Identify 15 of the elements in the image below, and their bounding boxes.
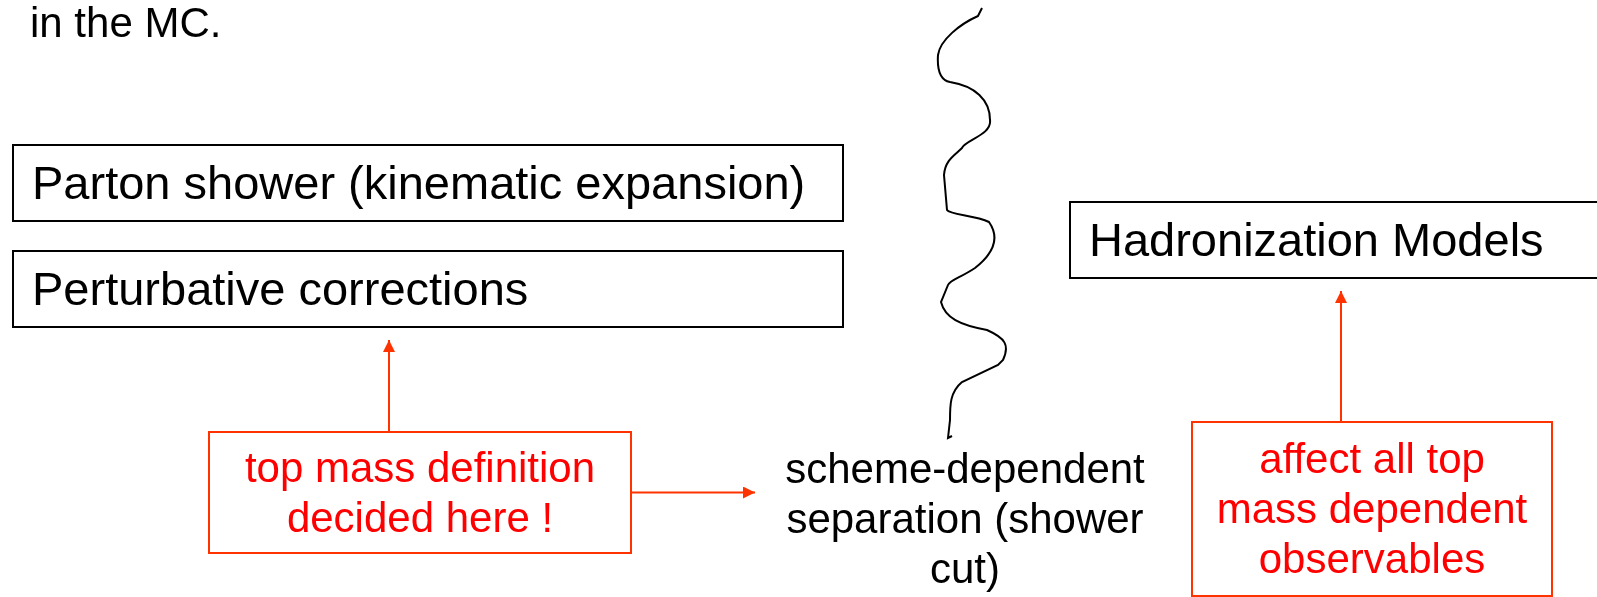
box-text: Hadronization Models bbox=[1089, 212, 1544, 268]
process-box bbox=[12, 144, 844, 222]
box-text: Perturbative corrections bbox=[32, 261, 529, 317]
note-text: in the MC. bbox=[30, 0, 222, 46]
process-box bbox=[12, 250, 844, 328]
note-box bbox=[1191, 421, 1553, 597]
arrow bbox=[383, 339, 395, 432]
box-text: top mass definition decided here ! bbox=[243, 442, 597, 543]
note-box bbox=[208, 431, 632, 554]
process-box bbox=[1069, 201, 1597, 279]
arrow bbox=[631, 486, 756, 499]
node-text: scheme-dependent separation (shower cut) bbox=[755, 440, 1175, 597]
box-text: affect all top mass dependent observables bbox=[1215, 434, 1529, 584]
arrow bbox=[1335, 290, 1347, 422]
box-text: Parton shower (kinematic expansion) bbox=[32, 155, 806, 211]
